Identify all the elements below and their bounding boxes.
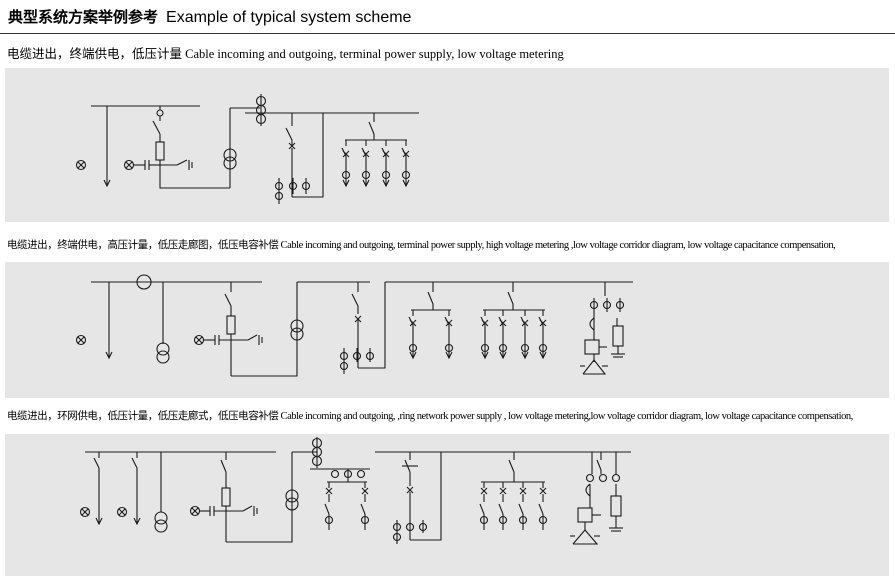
title-divider (0, 33, 895, 34)
lv-feeder-1 (408, 310, 418, 360)
lv-feeder-3 (518, 482, 528, 530)
metering-ct-icon (311, 437, 323, 468)
lv-feeder-4 (498, 310, 508, 360)
voltage-indicator-icon (75, 159, 87, 171)
page-title: 典型系统方案举例参考 Example of typical system sch… (8, 5, 411, 29)
lv-main-ct-icon (274, 178, 311, 204)
capacitor-compensation-unit (570, 452, 623, 545)
lv-feeder-2 (361, 140, 371, 188)
lv-feeder-a (324, 482, 334, 530)
lv-feeder-4 (401, 140, 411, 188)
transformer-icon (290, 319, 304, 341)
lv-branch-group-2 (483, 282, 545, 311)
scheme-1-caption-zh: 电缆进出，终端供电，低压计量 (7, 46, 183, 61)
fuse-load-switch (224, 282, 236, 376)
page-title-zh: 典型系统方案举例参考 (8, 8, 159, 26)
lv-feeder-1 (479, 482, 489, 530)
incoming-cable-feeder (103, 106, 111, 188)
lv-feeder-1 (341, 140, 351, 188)
scheme-3-caption-en: Cable incoming and outgoing, ,ring netwo… (280, 411, 854, 422)
lv-branch-group (481, 452, 545, 483)
scheme-2-caption: 电缆进出，终端供电，高压计量，低压走廊图，低压电容补偿 Cable incomi… (7, 237, 836, 252)
lv-main-breaker (402, 452, 418, 540)
lv-main-breaker (285, 113, 296, 197)
scheme-3-diagram-panel (5, 434, 889, 576)
transformer-feeder (159, 178, 230, 189)
lv-main-ct-icon (339, 348, 375, 374)
scheme-3-caption-zh: 电缆进出，环网供电，低压计量，低压走廊式，低压电容补偿 (7, 410, 279, 422)
ring-incoming-feeder-2 (131, 452, 141, 526)
lv-main-ct-icon (392, 520, 428, 544)
transformer-icon (285, 489, 299, 511)
ring-incoming-feeder-1 (93, 452, 103, 526)
scheme-1-caption: 电缆进出，终端供电，低压计量 Cable incoming and outgoi… (7, 43, 564, 62)
lv-branch-breaker (345, 113, 407, 141)
lv-ct-group (327, 469, 367, 483)
incoming-cable-feeder (105, 282, 113, 360)
scheme-1-diagram-panel (5, 68, 889, 222)
pt-transformer-icon (154, 452, 168, 533)
capacitor-compensation-unit (580, 282, 625, 375)
transformer-feeder (226, 452, 293, 543)
lv-feeder-4 (538, 482, 548, 530)
voltage-indicator-icon (79, 506, 91, 518)
scheme-3-caption: 电缆进出，环网供电，低压计量，低压走廊式，低压电容补偿 Cable incomi… (7, 408, 853, 423)
scheme-1-caption-en: Cable incoming and outgoing, terminal po… (185, 47, 564, 61)
scheme-2-single-line-diagram (75, 274, 633, 377)
scheme-1-single-line-diagram (75, 94, 419, 204)
hv-metering-pt (136, 274, 170, 364)
lv-feeder-b (360, 482, 370, 530)
lv-feeder-2 (498, 482, 508, 530)
scheme-2-caption-en: Cable incoming and outgoing, terminal po… (280, 240, 836, 251)
fuse-load-switch (152, 106, 165, 178)
lv-feeder-6 (538, 310, 548, 360)
earthing-switch-icon (193, 334, 263, 346)
voltage-indicator-icon (75, 334, 87, 346)
page-title-en: Example of typical system scheme (166, 9, 412, 26)
earthing-switch-icon (189, 505, 258, 517)
scheme-3-single-line-diagram (79, 437, 631, 545)
scheme-2-diagram-panel (5, 262, 889, 398)
transformer-feeder (231, 282, 298, 377)
lv-main-breaker (351, 282, 362, 368)
lv-feeder-3 (381, 140, 391, 188)
lv-feeder-5 (520, 310, 530, 360)
earthing-switch-icon (123, 159, 193, 171)
lv-branch-group-1 (411, 282, 451, 311)
scheme-2-caption-zh: 电缆进出，终端供电，高压计量，低压走廊图，低压电容补偿 (7, 239, 279, 251)
lv-feeder-3 (480, 310, 490, 360)
transformer-icon (223, 148, 237, 170)
lv-feeder-2 (444, 310, 454, 360)
voltage-indicator-icon (116, 506, 128, 518)
fuse-load-switch (220, 452, 231, 542)
